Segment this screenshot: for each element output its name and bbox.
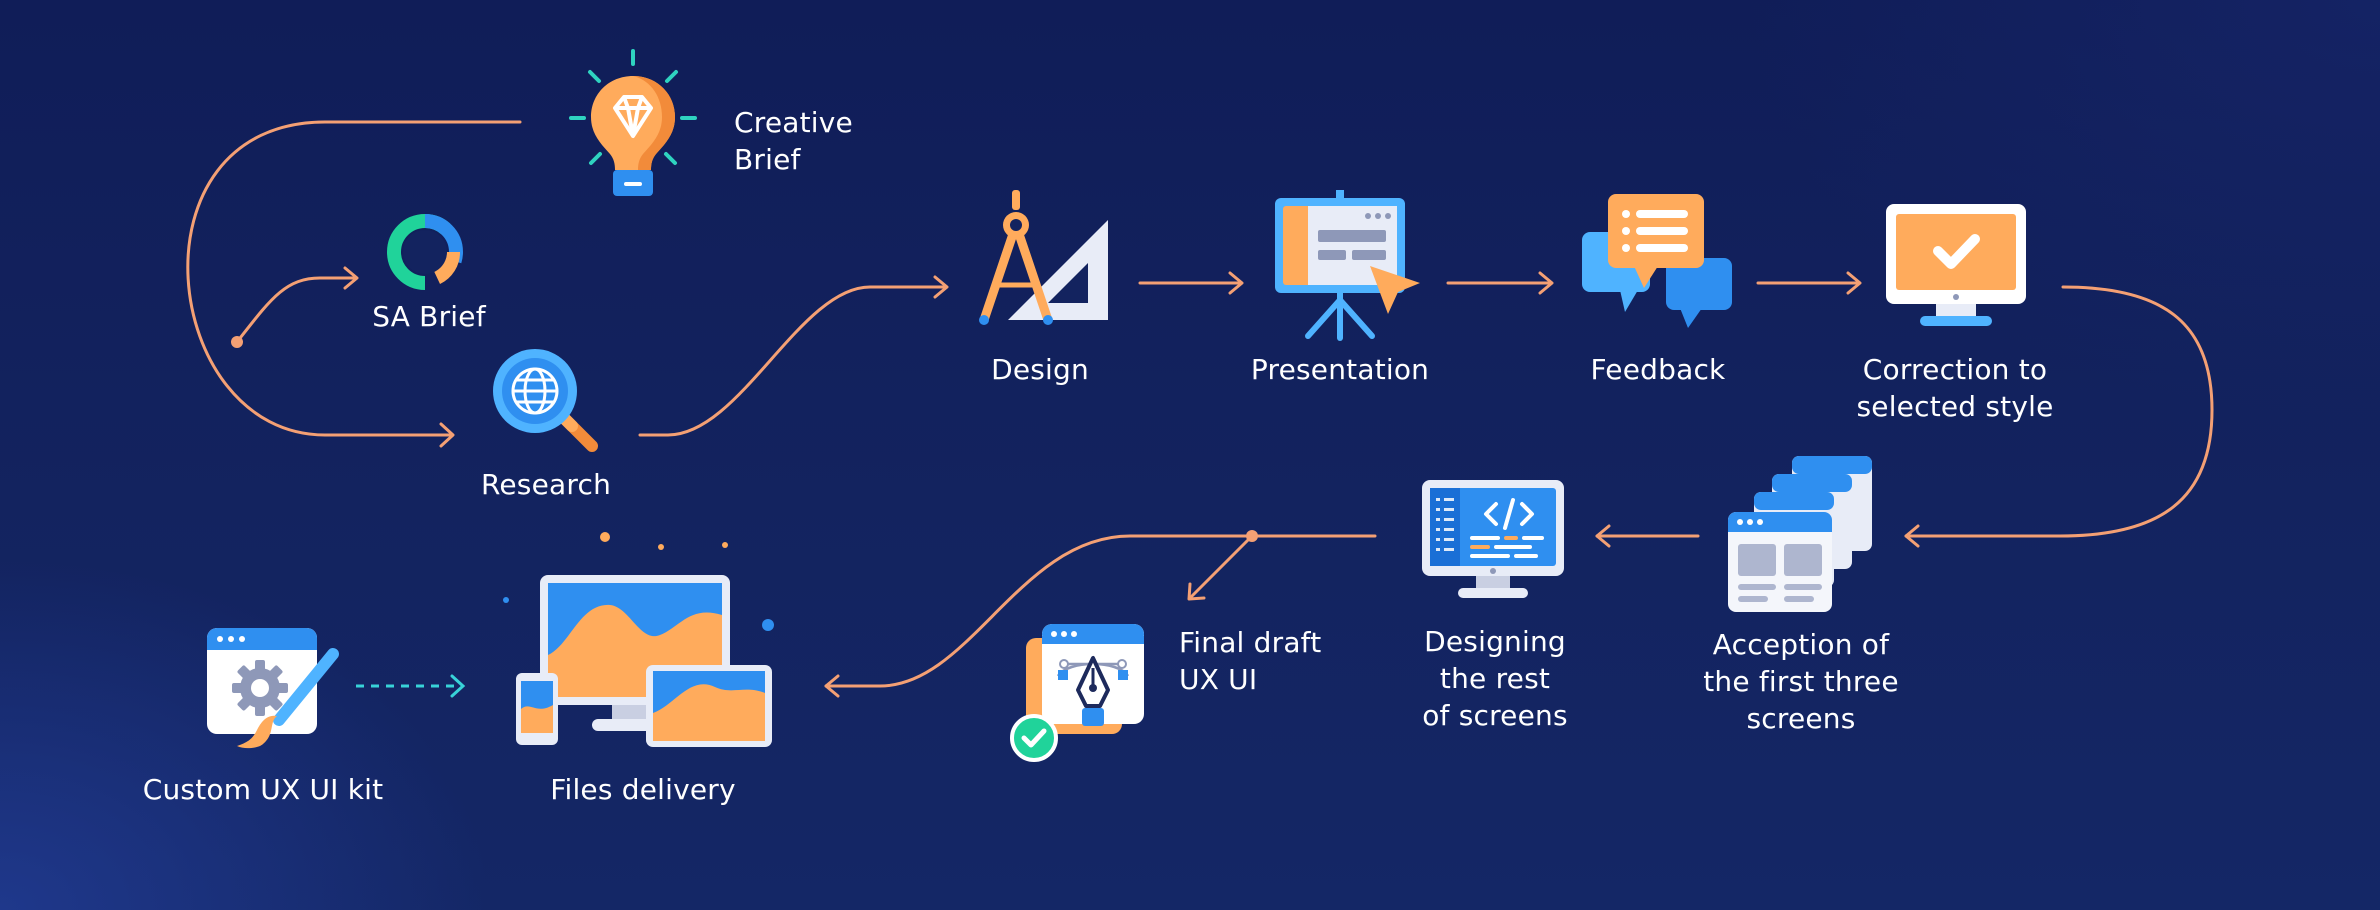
label-creative-brief: Creative Brief — [734, 106, 853, 176]
connector-to-sa-brief — [235, 276, 357, 344]
monitor-check-icon — [1886, 204, 2026, 326]
arrowhead-research — [439, 422, 455, 448]
connector-research-to-design — [638, 285, 947, 437]
devices-icon — [503, 532, 774, 747]
arrowhead-correction — [1846, 271, 1862, 295]
label-research: Research — [480, 468, 612, 501]
connector-to-final-draft — [1188, 534, 1254, 600]
arrowhead-design — [933, 275, 949, 299]
label-correction: Correction to selected style — [1856, 353, 2054, 423]
arrowhead-acception — [1904, 524, 1920, 548]
presentation-board-icon — [1275, 190, 1420, 341]
label-design: Design — [991, 353, 1089, 386]
donut-chart-icon — [387, 214, 463, 290]
label-designing-rest: Designing the rest of screens — [1422, 625, 1568, 732]
chat-bubbles-icon — [1582, 194, 1732, 328]
junction-dot-left — [231, 336, 243, 348]
code-monitor-icon — [1422, 480, 1564, 598]
label-acception: Acception of the first three screens — [1703, 628, 1899, 735]
connector-brief-to-research — [186, 120, 522, 437]
label-final-draft: Final draft UX UI — [1179, 626, 1322, 696]
connector-designing-to-delivery — [824, 534, 1377, 688]
arrowhead-feedback — [1538, 271, 1554, 295]
arrowhead-presentation — [1228, 271, 1244, 295]
globe-magnifier-icon — [493, 349, 598, 452]
lightbulb-diamond-icon — [569, 49, 697, 196]
label-presentation: Presentation — [1250, 353, 1430, 386]
junction-dot-bottom — [1246, 530, 1258, 542]
compass-ruler-icon — [979, 190, 1108, 325]
arrowhead-delivery — [824, 674, 840, 698]
arrowhead-designing — [1595, 524, 1611, 548]
arrowhead-final-draft — [1187, 582, 1206, 601]
label-custom-kit: Custom UX UI kit — [142, 773, 384, 806]
label-sa-brief: SA Brief — [372, 300, 486, 333]
arrowhead-kit-delivery — [450, 674, 466, 698]
label-feedback: Feedback — [1590, 353, 1726, 386]
gear-brush-window-icon — [207, 628, 339, 749]
stacked-windows-icon — [1728, 456, 1872, 612]
pen-tool-window-icon — [1010, 624, 1144, 762]
arrowhead-sa-brief — [343, 266, 359, 290]
connector-correction-to-acception — [1904, 285, 2214, 538]
label-files-delivery: Files delivery — [550, 773, 736, 806]
